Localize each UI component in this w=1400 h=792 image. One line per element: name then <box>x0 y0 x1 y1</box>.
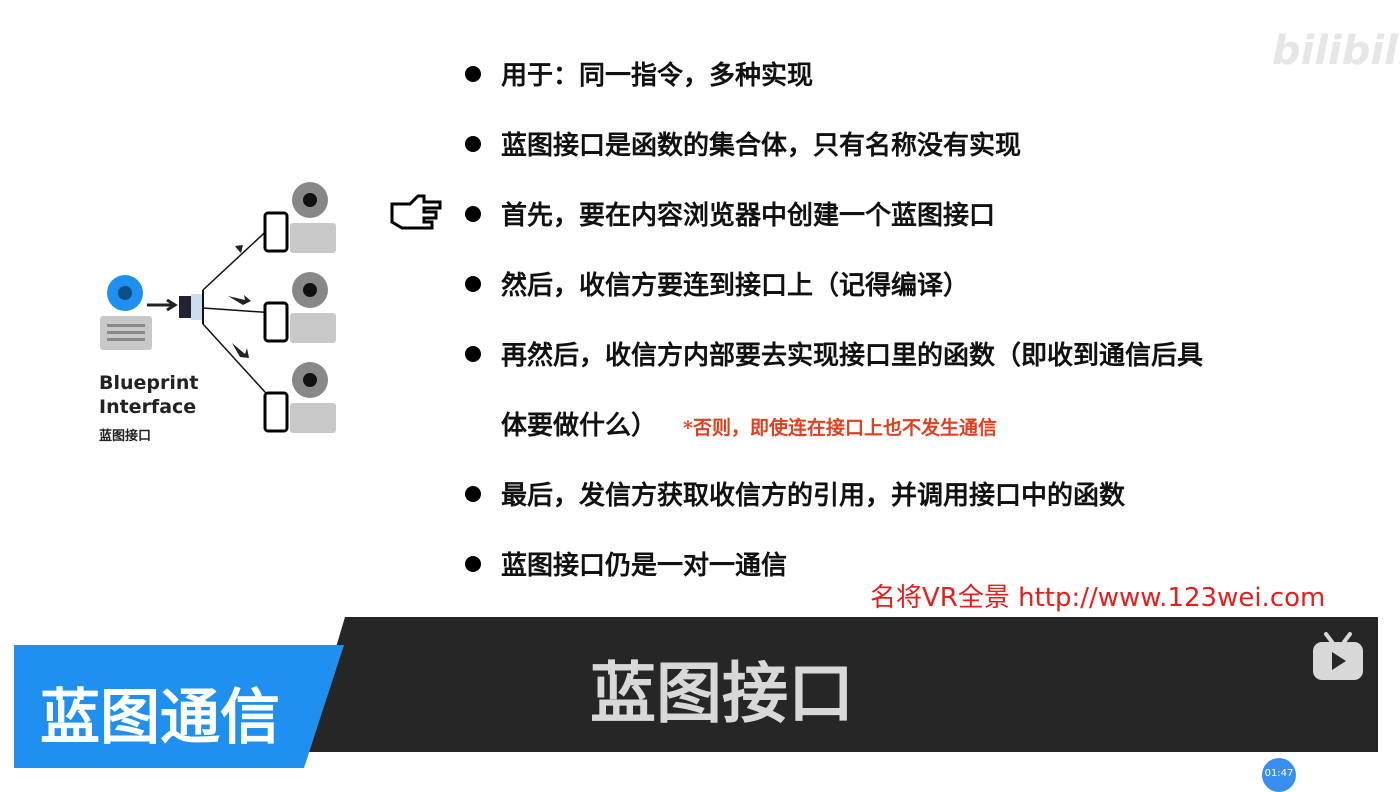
bullet-2: 蓝图接口是函数的集合体，只有名称没有实现 <box>465 125 1021 162</box>
bilibili-tv-icon <box>1313 632 1363 680</box>
blueprint-interface-diagram <box>100 182 336 433</box>
warning-note: *否则，即使连在接口上也不发生通信 <box>683 417 997 439</box>
section-label: 蓝图通信 <box>40 683 280 753</box>
bullet-5: 再然后，收信方内部要去实现接口里的函数（即收到通信后具 <box>465 335 1203 372</box>
diagram-caption-en-1: Blueprint <box>99 372 199 394</box>
slide-title: 蓝图接口 <box>590 654 854 732</box>
bullet-text: 体要做什么） <box>501 411 658 441</box>
bullet-5-continued: 体要做什么） *否则，即使连在接口上也不发生通信 <box>501 405 997 442</box>
bullet-6: 最后，发信方获取收信方的引用，并调用接口中的函数 <box>465 475 1125 512</box>
sender-icon <box>100 275 152 350</box>
bullet-7: 蓝图接口仍是一对一通信 <box>465 545 787 582</box>
bullet-4: 然后，收信方要连到接口上（记得编译） <box>465 265 969 302</box>
diagram-caption-en-2: Interface <box>99 396 197 418</box>
receiver-icons <box>263 182 336 433</box>
bullet-3: 首先，要在内容浏览器中创建一个蓝图接口 <box>465 195 995 232</box>
bullet-text: 最后，发信方获取收信方的引用，并调用接口中的函数 <box>501 481 1126 511</box>
bullet-text: 再然后，收信方内部要去实现接口里的函数（即收到通信后具 <box>501 341 1204 371</box>
bullet-1: 用于：同一指令，多种实现 <box>465 55 813 92</box>
section-label-band: 蓝图通信 <box>14 645 344 768</box>
pointing-hand-icon <box>390 194 442 230</box>
timestamp-badge[interactable]: 01:47 <box>1262 758 1296 792</box>
bullet-text: 蓝图接口是函数的集合体，只有名称没有实现 <box>501 131 1022 161</box>
bilibili-logo: bilibili <box>1272 28 1400 74</box>
bullet-text: 用于：同一指令，多种实现 <box>501 61 814 91</box>
diagram-caption-zh: 蓝图接口 <box>99 429 152 444</box>
watermark: 名将VR全景 http://www.123wei.com <box>870 583 1326 613</box>
bullet-text: 然后，收信方要连到接口上（记得编译） <box>501 271 970 301</box>
bullet-text: 蓝图接口仍是一对一通信 <box>501 551 788 581</box>
title-band <box>305 617 1378 752</box>
bullet-text: 首先，要在内容浏览器中创建一个蓝图接口 <box>501 201 996 231</box>
